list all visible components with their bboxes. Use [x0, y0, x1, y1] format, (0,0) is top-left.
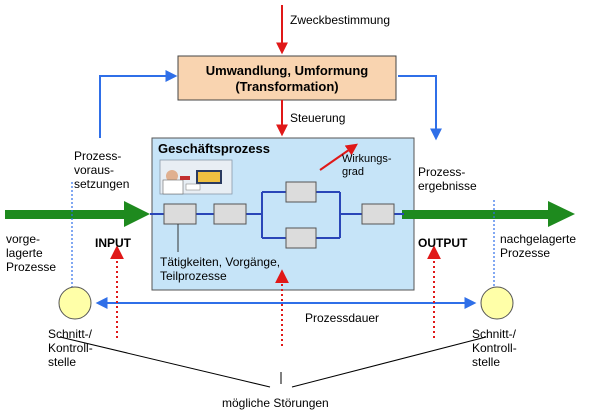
- process-title: Geschäftsprozess: [158, 141, 270, 156]
- activity-node-5: [361, 203, 395, 225]
- efficiency-arrow: [319, 143, 358, 171]
- output-flow-bar: [402, 210, 554, 219]
- right-checkpoint-label: Schnitt-/ Kontroll- stelle: [472, 327, 517, 369]
- prerequisites-arrow: [99, 70, 178, 138]
- activity-node-2: [213, 203, 247, 225]
- disturbance-line-left: [59, 336, 271, 388]
- duration-label: Prozessdauer: [305, 311, 380, 325]
- activity-node-3: [285, 181, 317, 203]
- upstream-processes-label: vorge- lagerte Prozesse: [6, 232, 57, 274]
- process-network: [150, 191, 404, 239]
- output-label: OUTPUT: [418, 236, 468, 250]
- results-arrow: [398, 75, 442, 141]
- activity-node-1: [163, 203, 197, 225]
- downstream-processes-label: nachgelagerte Prozesse: [500, 232, 577, 260]
- disturbances-label: mögliche Störungen: [222, 396, 329, 410]
- office-illustration-icon: [159, 159, 233, 195]
- output-flow-head: [548, 201, 575, 227]
- results-label: Prozess- ergebnisse: [418, 165, 477, 193]
- left-checkpoint-label: Schnitt-/ Kontroll- stelle: [48, 327, 93, 369]
- activities-label: Tätigkeiten, Vorgänge, Teilprozesse: [160, 255, 281, 283]
- transformation-label: Umwandlung, Umformung (Transformation): [205, 63, 369, 94]
- input-flow-bar: [5, 210, 127, 219]
- control-label: Steuerung: [290, 111, 346, 125]
- prerequisites-label: Prozess- voraus- setzungen: [74, 149, 130, 191]
- disturbance-line-right: [291, 336, 487, 388]
- input-label: INPUT: [95, 236, 131, 250]
- left-checkpoint-circle: [58, 286, 92, 320]
- right-checkpoint-circle: [480, 286, 514, 320]
- activity-node-4: [285, 227, 317, 249]
- transformation-box: [177, 55, 397, 101]
- purpose-label: Zweckbestimmung: [290, 13, 391, 27]
- efficiency-label: Wirkungs- grad: [342, 153, 392, 178]
- input-flow-head: [124, 201, 150, 227]
